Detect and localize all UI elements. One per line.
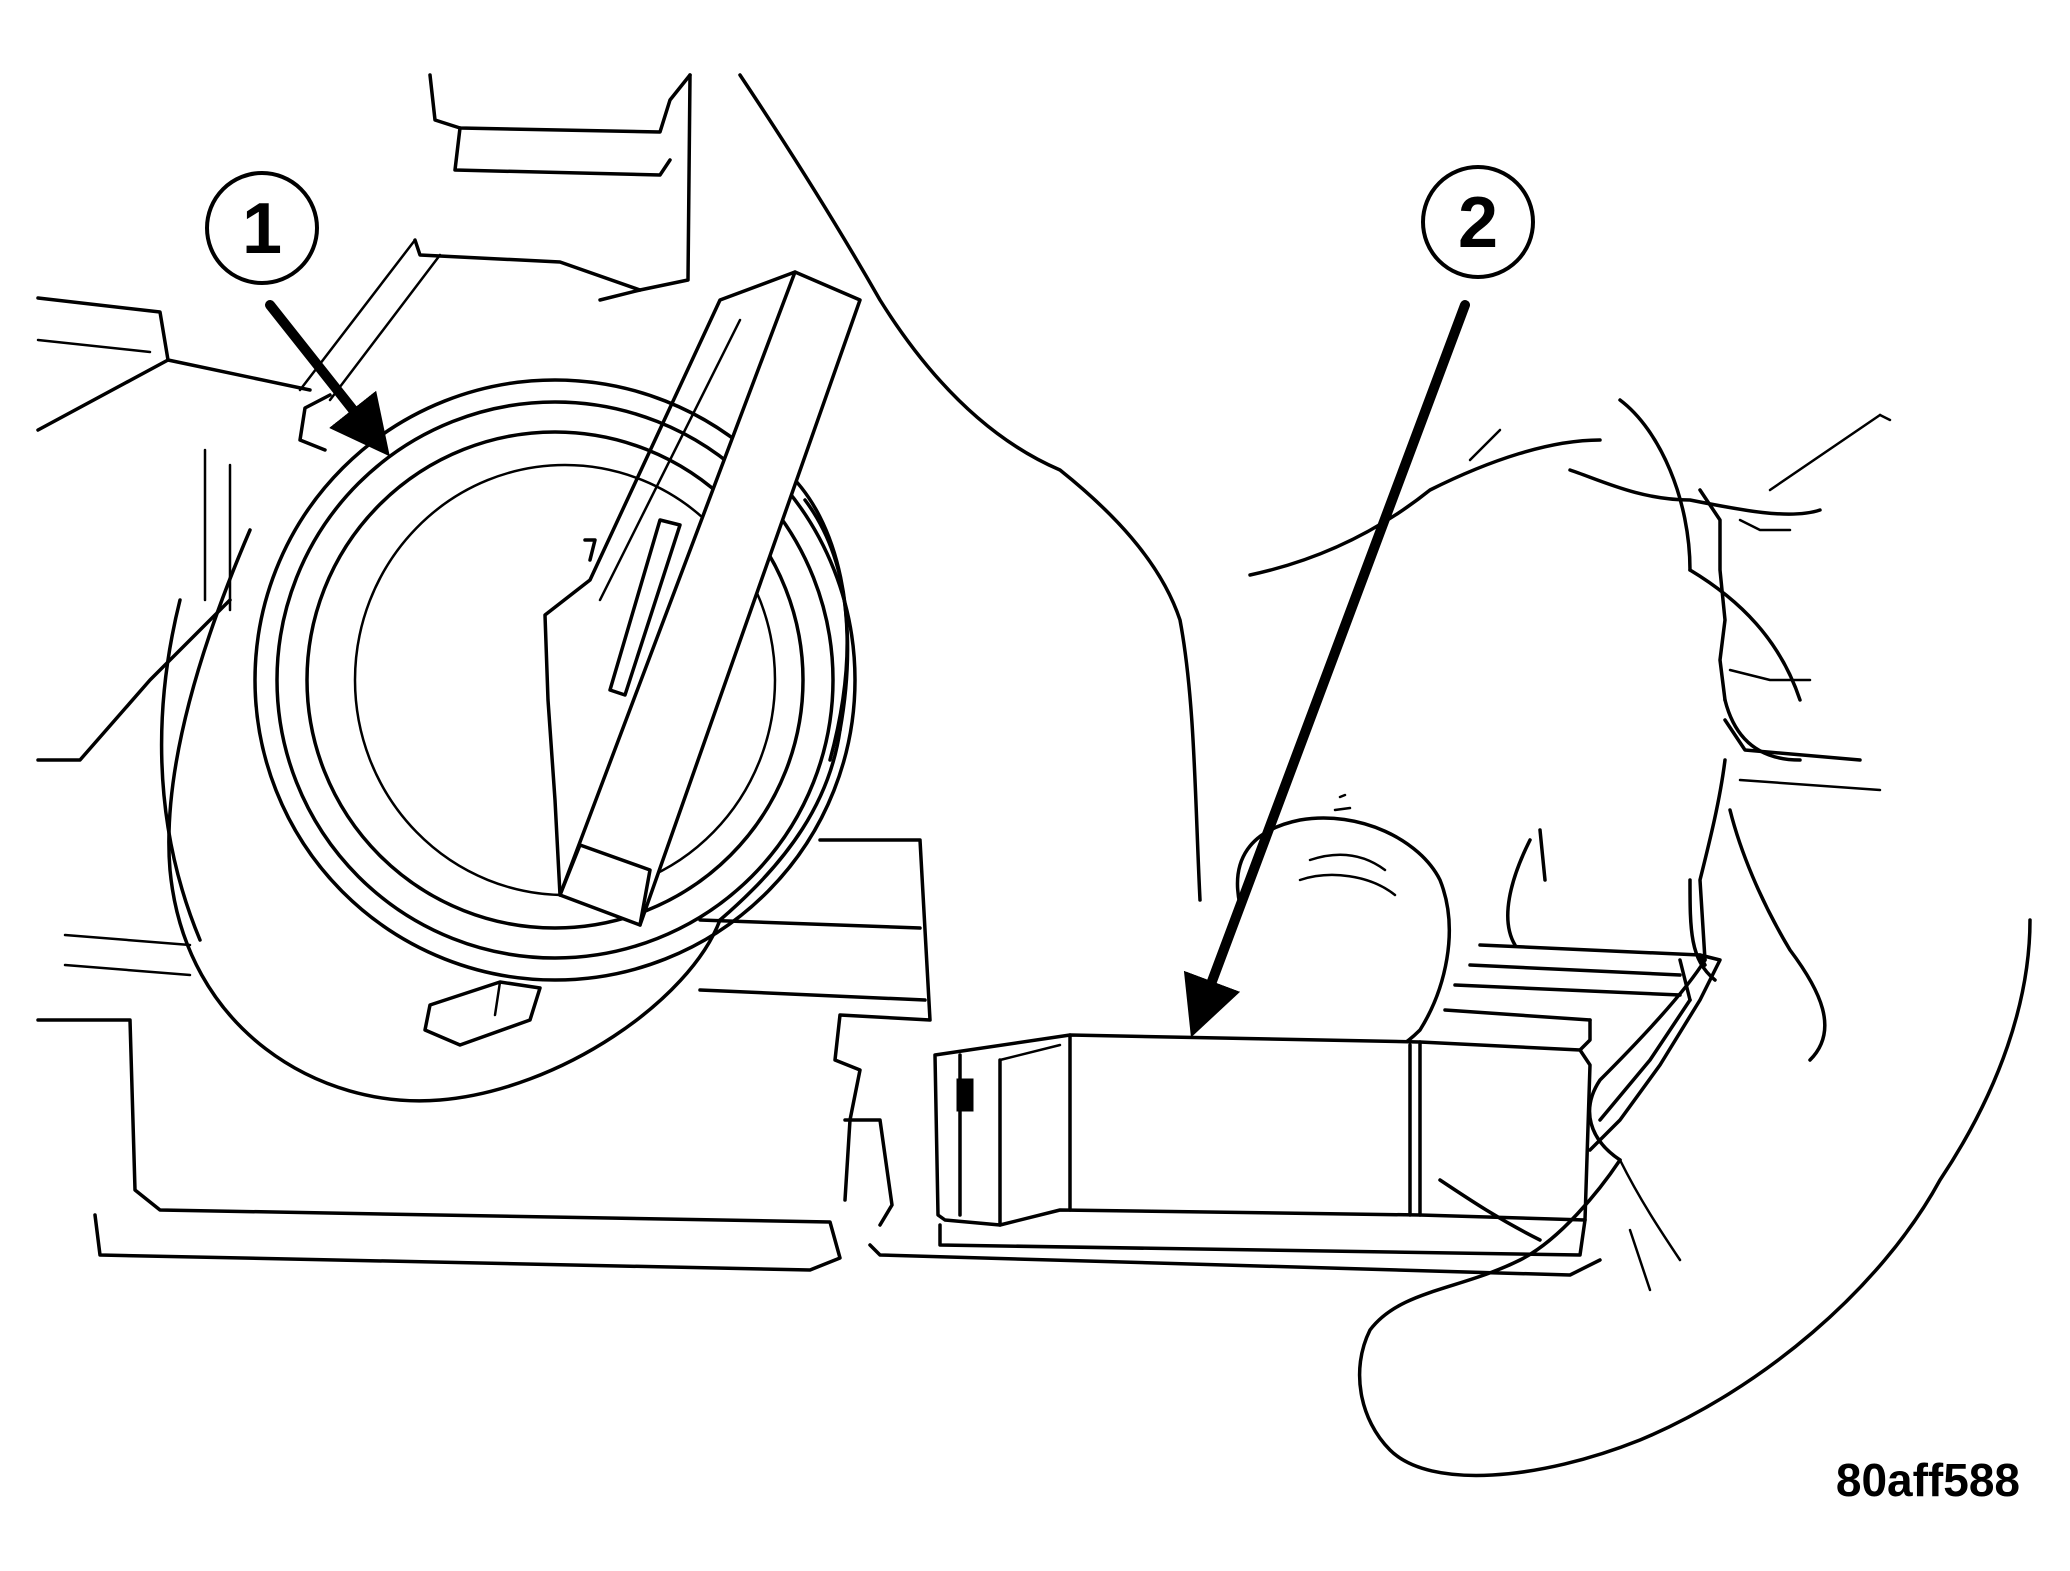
callout-1-leader-arrow [265, 300, 390, 457]
steering-column-shroud [36, 838, 932, 1272]
dash-trim-curve [738, 73, 1202, 902]
ignition-lock-cylinder [159, 378, 857, 1103]
upper-housing-bracket [298, 73, 692, 402]
release-tab [423, 980, 542, 1047]
callout-2-number: 2 [1458, 183, 1498, 263]
connector-bracket [868, 943, 1722, 1277]
left-trim-panel [36, 296, 312, 762]
ignition-key [543, 270, 862, 927]
figure-id-label: 80aff588 [1835, 1454, 2020, 1506]
callout-2-leader-arrow [1183, 300, 1470, 1038]
hand [1235, 398, 2032, 1478]
callout-2: 2 [1183, 165, 1535, 1038]
electrical-connector [933, 1018, 1592, 1257]
callout-1: 1 [205, 171, 390, 457]
callout-1-number: 1 [242, 189, 282, 269]
